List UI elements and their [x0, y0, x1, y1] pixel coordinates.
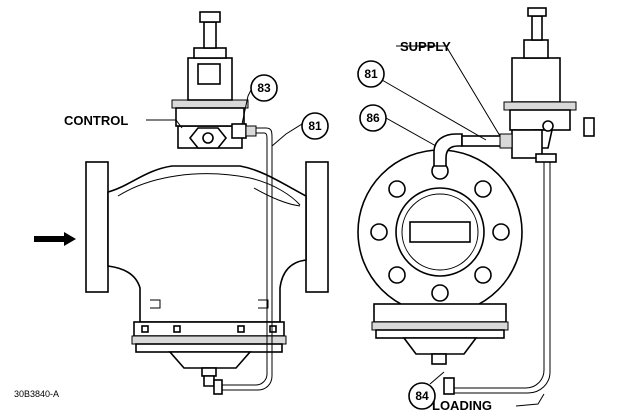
supply-pipe	[461, 135, 505, 147]
callout-83: 83	[250, 74, 278, 102]
end-lower-body	[373, 303, 507, 323]
drawing-code: 30B3840-A	[14, 389, 59, 399]
loading-label: LOADING	[432, 398, 492, 413]
callout-84-label: 84	[415, 389, 429, 403]
leader-lines	[146, 45, 545, 407]
end-view-valve	[357, 7, 595, 395]
restrictor-fitting	[231, 123, 247, 139]
lower-casing	[135, 343, 283, 353]
callout-81-right: 81	[357, 60, 385, 88]
side-view-valve	[34, 11, 329, 395]
lower-body	[133, 321, 285, 337]
pilot-flange	[171, 99, 249, 109]
diaphragm-flange	[131, 335, 287, 345]
supply-label: SUPPLY	[400, 39, 451, 54]
diaphragm-case	[168, 351, 252, 369]
callout-81-left: 81	[301, 112, 329, 140]
callout-86-label: 86	[366, 111, 380, 125]
loading-tubing-right	[454, 160, 545, 389]
flange-bolt-holes	[370, 162, 510, 302]
callout-84: 84	[408, 382, 436, 410]
valve-body	[107, 165, 307, 323]
flow-direction-arrow-icon	[34, 232, 76, 246]
supply-tubing-left	[222, 127, 273, 391]
callout-83-label: 83	[257, 81, 271, 95]
callout-86: 86	[359, 104, 387, 132]
inlet-flange	[85, 161, 109, 293]
callout-81-left-label: 81	[308, 119, 322, 133]
outlet-flange	[305, 161, 329, 293]
pilot-flange-right	[503, 101, 577, 111]
callout-81-right-label: 81	[364, 67, 378, 81]
control-label: CONTROL	[64, 113, 128, 128]
